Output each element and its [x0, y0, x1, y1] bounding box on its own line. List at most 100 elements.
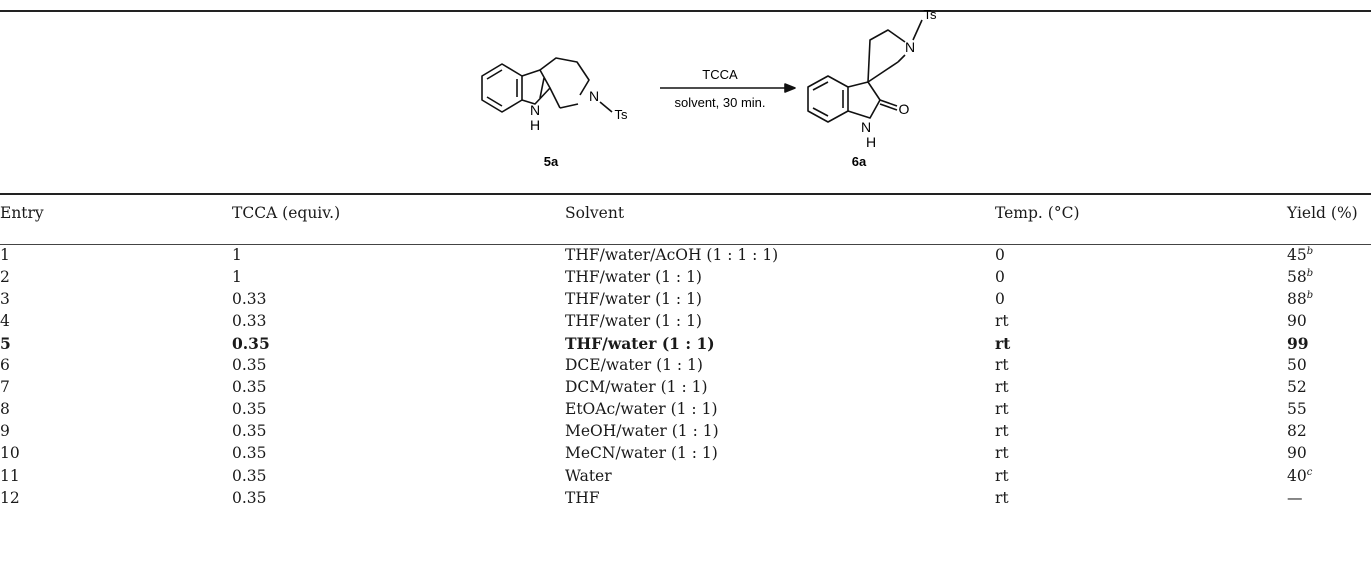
cell-tcca: 0.33: [232, 290, 267, 309]
header-yield: Yield (%): [1287, 204, 1358, 222]
cell-tcca: 1: [232, 268, 242, 287]
product-nh-label: N: [861, 119, 871, 135]
cell-yield: 88b: [1287, 290, 1314, 309]
cell-temp: rt: [995, 312, 1009, 331]
cell-entry: 7: [0, 378, 10, 397]
reactant-nh-label: N: [530, 102, 540, 118]
cell-yield: 90: [1287, 444, 1307, 463]
cell-yield: 40c: [1287, 466, 1313, 485]
cell-solvent: MeCN/water (1 : 1): [565, 444, 718, 463]
cell-temp: rt: [995, 334, 1011, 354]
cell-tcca: 0.33: [232, 312, 267, 331]
cell-solvent: DCE/water (1 : 1): [565, 356, 703, 375]
cell-solvent: THF/water/AcOH (1 : 1 : 1): [565, 246, 779, 264]
footnote-marker: c: [1306, 466, 1313, 478]
cell-tcca: 0.35: [232, 444, 267, 463]
table-row: 3 0.33 THF/water (1 : 1) 0 88b: [0, 290, 1371, 312]
cell-yield: 52: [1287, 378, 1307, 397]
cell-solvent: THF/water (1 : 1): [565, 290, 702, 309]
cell-entry: 3: [0, 290, 10, 309]
reactant-ts-label: Ts: [615, 107, 629, 122]
cell-solvent: THF/water (1 : 1): [565, 312, 702, 331]
cell-temp: rt: [995, 444, 1009, 463]
cell-yield: 45b: [1287, 246, 1314, 264]
reactant-n-label: N: [589, 88, 599, 104]
header-tcca: TCCA (equiv.): [232, 204, 341, 222]
cell-tcca: 0.35: [232, 422, 267, 441]
header-entry: Entry: [0, 204, 44, 222]
cell-entry: 4: [0, 312, 10, 331]
header-rule: [0, 244, 1371, 245]
table-row: 1 1 THF/water/AcOH (1 : 1 : 1) 0 45b: [0, 246, 1371, 268]
cell-solvent: Water: [565, 466, 612, 485]
cell-yield: 99: [1287, 334, 1309, 354]
cell-yield: 82: [1287, 422, 1307, 441]
cell-solvent: DCM/water (1 : 1): [565, 378, 708, 397]
cell-yield: 55: [1287, 400, 1307, 419]
cell-temp: rt: [995, 488, 1009, 507]
cell-yield: 50: [1287, 356, 1307, 375]
compound-label-5a: 5a: [544, 154, 559, 169]
cell-tcca: 1: [232, 246, 242, 264]
cell-temp: rt: [995, 466, 1009, 485]
product-ts-label: Ts: [924, 7, 938, 22]
table-row: 11 0.35 Water rt 40c: [0, 467, 1371, 489]
cell-entry: 8: [0, 400, 10, 419]
cell-solvent: EtOAc/water (1 : 1): [565, 400, 718, 419]
cell-entry: 9: [0, 422, 10, 441]
table-row: 9 0.35 MeOH/water (1 : 1) rt 82: [0, 422, 1371, 444]
cell-entry: 1: [0, 246, 10, 264]
product-n-label: N: [905, 39, 915, 55]
product-o-label: O: [899, 101, 910, 117]
cell-yield: —: [1287, 488, 1303, 507]
cell-temp: rt: [995, 422, 1009, 441]
table-row: 2 1 THF/water (1 : 1) 0 58b: [0, 268, 1371, 290]
table-top-rule: [0, 193, 1371, 195]
cell-temp: rt: [995, 356, 1009, 375]
cell-entry: 6: [0, 356, 10, 375]
cell-tcca: 0.35: [232, 356, 267, 375]
table-row: 10 0.35 MeCN/water (1 : 1) rt 90: [0, 444, 1371, 466]
cell-entry: 12: [0, 488, 20, 507]
reaction-scheme: TCCA solvent, 30 min. N Ts N H 5a N Ts O…: [481, 7, 938, 169]
cell-tcca: 0.35: [232, 466, 267, 485]
compound-label-6a: 6a: [852, 154, 867, 169]
table-row: 8 0.35 EtOAc/water (1 : 1) rt 55: [0, 400, 1371, 422]
cell-solvent: THF/water (1 : 1): [565, 334, 715, 354]
cell-yield: 90: [1287, 312, 1307, 331]
product-structure: [807, 19, 923, 123]
header-solvent: Solvent: [565, 204, 625, 222]
cell-temp: 0: [995, 268, 1005, 287]
cell-tcca: 0.35: [232, 334, 270, 354]
reactant-structure: [481, 57, 613, 113]
footnote-marker: b: [1306, 290, 1314, 302]
table-row: 6 0.35 DCE/water (1 : 1) rt 50: [0, 356, 1371, 378]
conditions-label: solvent, 30 min.: [674, 95, 765, 110]
cell-temp: rt: [995, 400, 1009, 419]
cell-tcca: 0.35: [232, 378, 267, 397]
reactant-h-label: H: [530, 117, 540, 133]
cell-entry: 2: [0, 268, 10, 287]
cell-temp: 0: [995, 246, 1005, 264]
reagent-label: TCCA: [702, 67, 738, 82]
table-row: 5 0.35 THF/water (1 : 1) rt 99: [0, 334, 1371, 356]
footnote-marker: b: [1306, 268, 1314, 280]
cell-yield: 58b: [1287, 268, 1314, 287]
cell-entry: 5: [0, 334, 11, 354]
cell-temp: rt: [995, 378, 1009, 397]
cell-tcca: 0.35: [232, 488, 267, 507]
footnote-marker: b: [1306, 246, 1314, 257]
table-row: 7 0.35 DCM/water (1 : 1) rt 52: [0, 378, 1371, 400]
header-temp: Temp. (°C): [995, 204, 1080, 222]
cell-solvent: THF/water (1 : 1): [565, 268, 702, 287]
cell-entry: 10: [0, 444, 20, 463]
table-header-row: Entry TCCA (equiv.) Solvent Temp. (°C) Y…: [0, 204, 1371, 226]
cell-entry: 11: [0, 466, 20, 485]
cell-tcca: 0.35: [232, 400, 267, 419]
product-h-label: H: [866, 134, 876, 150]
cell-solvent: MeOH/water (1 : 1): [565, 422, 719, 441]
top-rule: [0, 10, 1371, 12]
table-row: 4 0.33 THF/water (1 : 1) rt 90: [0, 312, 1371, 334]
cell-temp: 0: [995, 290, 1005, 309]
